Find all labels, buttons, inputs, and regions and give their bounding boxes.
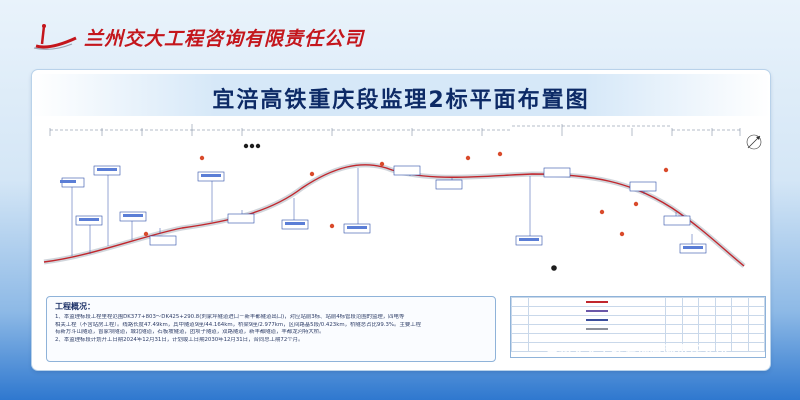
overview-heading: 工程概况： bbox=[55, 302, 95, 311]
legend-table bbox=[510, 296, 766, 358]
overview-line: 2、本监理标段计划开工日期2024年12月31日，计划竣工日期2030年12月3… bbox=[55, 336, 304, 343]
legend-row bbox=[511, 306, 765, 316]
project-overview: 工程概况： 1、本监理标段工程里程范围DK377+803～DK425+290.8… bbox=[46, 296, 496, 362]
legend-swatch bbox=[585, 328, 608, 330]
overview-line: 相关工程（不含站房工程）。线路长度47.49km，其中隧道9座/44.164km… bbox=[55, 321, 422, 328]
site-marker-stems bbox=[71, 168, 693, 256]
route-plan-diagram bbox=[43, 124, 762, 271]
route-shadow bbox=[43, 162, 746, 268]
legend-swatch bbox=[585, 310, 608, 312]
legend-row bbox=[511, 324, 765, 334]
title-banner: 宜涪高铁重庆段监理2标平面布置图 bbox=[32, 74, 770, 116]
worksite-pictograms bbox=[60, 168, 703, 249]
north-arrow-icon bbox=[746, 134, 762, 150]
section-dividers bbox=[49, 124, 741, 136]
legend-swatch bbox=[585, 319, 608, 321]
route-line bbox=[43, 164, 745, 267]
company-logo-icon bbox=[33, 24, 77, 50]
section-brackets bbox=[50, 125, 740, 131]
company-header: 兰州交大工程咨询有限责任公司 bbox=[0, 0, 800, 60]
company-name: 兰州交大工程咨询有限责任公司 bbox=[84, 28, 365, 50]
legend-grid bbox=[511, 297, 765, 352]
overview-line: 有新方斗山隧道，曾家坝隧道，城北隧道，石板坡隧道，团坝子隧道，双路隧道，新丰都隧… bbox=[55, 329, 325, 336]
plan-board: 宜涪高铁重庆段监理2标平面布置图 bbox=[32, 70, 770, 370]
legend-row bbox=[511, 297, 765, 307]
page-title: 宜涪高铁重庆段监理2标平面布置图 bbox=[212, 88, 590, 113]
company-watermark: 兰州交大工程咨询有限责任公司 bbox=[546, 343, 729, 358]
legend-swatch bbox=[585, 301, 608, 303]
legend-row bbox=[511, 342, 765, 352]
site-flag-icons bbox=[143, 143, 669, 271]
legend-row bbox=[511, 315, 765, 325]
overview-line: 1、本监理标段工程里程范围DK377+803～DK425+290.8(刘家坪隧道… bbox=[55, 314, 405, 320]
